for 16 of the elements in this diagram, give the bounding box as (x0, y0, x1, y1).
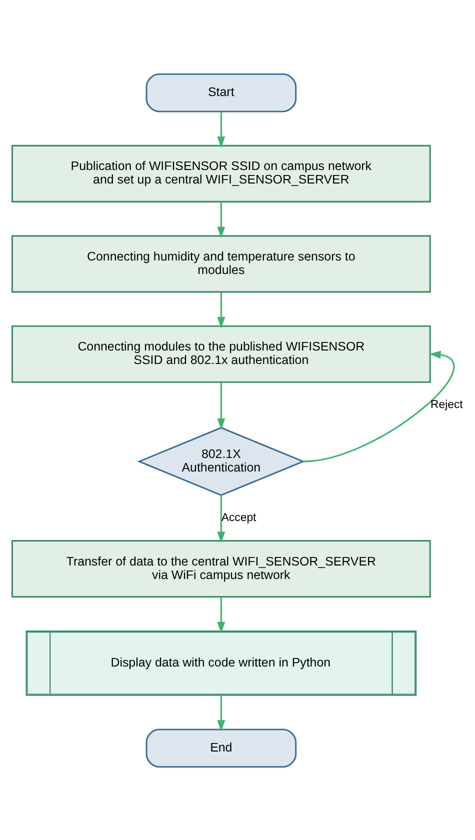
node-box: Start (146, 72, 297, 112)
node-box: Publication of WIFISENSOR SSID on campus network and set up a central WIFI_SENSOR_SERVER (11, 144, 431, 202)
node-box: Connecting humidity and temperature sensors to modules (11, 234, 431, 292)
arrow (217, 494, 226, 543)
arrow (217, 111, 226, 148)
arrow (217, 695, 226, 732)
node-box: End (146, 728, 297, 768)
arrow (217, 382, 226, 430)
arrow (217, 292, 226, 328)
arrow (217, 596, 226, 633)
node-box: Transfer of data to the central WIFI_SENSOR_SERVER via WiFi campus network (11, 540, 431, 598)
node-diamond: 802.1X Authentication (137, 426, 306, 496)
arrow (217, 202, 226, 238)
node-box: Connecting modules to the published WIFISENSOR SSID and 802.1x authentication (11, 324, 431, 382)
edge-label: Reject (430, 398, 463, 410)
arrow (304, 350, 455, 462)
